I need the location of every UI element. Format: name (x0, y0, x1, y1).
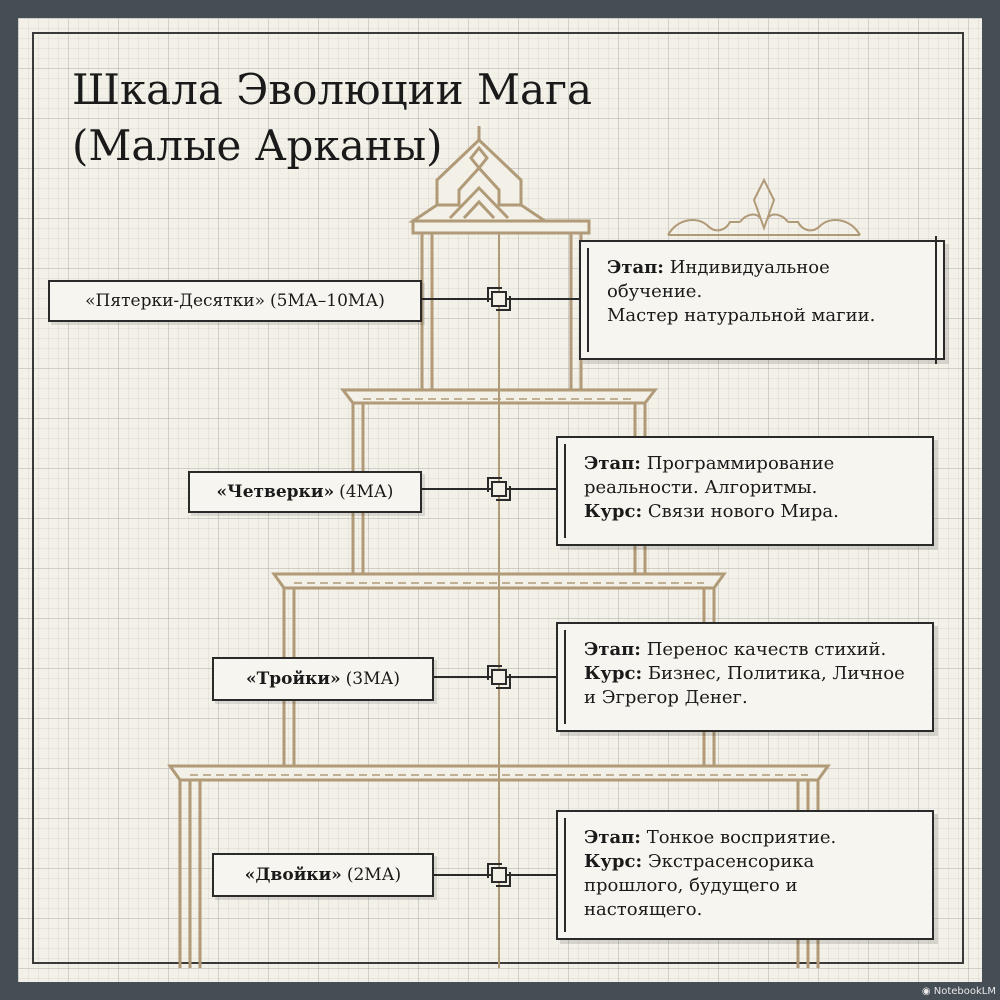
notebooklm-icon: ◉ (921, 986, 931, 997)
level-label-3: «Тройки» (3МА) (212, 657, 434, 701)
canvas: Шкала Эволюции Мага (Малые Арканы) (18, 18, 982, 982)
level-desc-4: Этап: Программирование реальности. Алгор… (556, 436, 934, 546)
desc-line: обучение. (607, 280, 925, 304)
level-code: (4МА) (339, 482, 394, 502)
level-label-4: «Четверки» (4МА) (188, 471, 422, 513)
tower-roof (408, 137, 550, 223)
brand-text: NotebookLM (933, 986, 996, 997)
desc-key: Курс: (584, 851, 643, 872)
level-label-5-10: «Пятерки-Десятки» (5МА–10МА) (48, 280, 422, 322)
level-code: (3МА) (345, 669, 400, 689)
desc-text: Бизнес, Политика, Личное (647, 663, 905, 684)
desc-text: обучение. (607, 281, 703, 302)
node-4 (487, 863, 511, 887)
level-name: «Четверки» (216, 482, 335, 502)
desc-line: и Эгрегор Денег. (584, 686, 914, 710)
desc-line: Курс: Связи нового Мира. (584, 500, 914, 524)
desc-line: Курс: Экстрасенсорика (584, 850, 914, 874)
desc-line: настоящего. (584, 898, 914, 922)
level-label-2: «Двойки» (2МА) (212, 853, 434, 897)
level-name: «Пятерки-Десятки» (85, 291, 266, 311)
desc-line: прошлого, будущего и (584, 874, 914, 898)
desc-line: Этап: Индивидуальное (607, 256, 925, 280)
roof-inner-2 (448, 185, 510, 220)
node-2 (487, 477, 511, 501)
node-3 (487, 665, 511, 689)
brand-mark: ◉ NotebookLM (922, 986, 996, 997)
desc-text: Мастер натуральной магии. (607, 305, 876, 326)
desc-text: реальности. Алгоритмы. (584, 477, 818, 498)
desc-text: настоящего. (584, 899, 703, 920)
desc-text: Программирование (646, 453, 835, 474)
roof-diamond (469, 145, 489, 171)
desc-key: Этап: (584, 639, 641, 660)
level-code: (2МА) (346, 865, 402, 885)
desc-text: Индивидуальное (669, 257, 830, 278)
title-line-1: Шкала Эволюции Мага (72, 65, 593, 114)
level-name: «Двойки» (244, 865, 342, 885)
desc-line: реальности. Алгоритмы. (584, 476, 914, 500)
level-desc-5-10: Этап: Индивидуальное обучение. Мастер на… (579, 236, 945, 364)
desc-text: Экстрасенсорика (647, 851, 815, 872)
desc-line: Этап: Программирование (584, 452, 914, 476)
desc-line: Мастер натуральной магии. (607, 304, 925, 328)
desc-key: Курс: (584, 501, 643, 522)
desc-key: Этап: (607, 257, 664, 278)
roof-inner-3 (462, 199, 496, 220)
title-line-2: (Малые Арканы) (72, 121, 443, 170)
desc-text: Тонкое восприятие. (646, 827, 837, 848)
tower-diagram (167, 126, 861, 968)
level-name: «Тройки» (246, 669, 341, 689)
desc-key: Этап: (584, 453, 641, 474)
desc-text: Перенос качеств стихий. (646, 639, 887, 660)
level-desc-2: Этап: Тонкое восприятие. Курс: Экстрасен… (556, 810, 934, 940)
desc-line: Этап: Перенос качеств стихий. (584, 638, 914, 662)
desc-line: Этап: Тонкое восприятие. (584, 826, 914, 850)
connectors (422, 287, 579, 887)
node-1 (487, 287, 511, 311)
tower-structure (167, 126, 831, 968)
desc-text: и Эгрегор Денег. (584, 687, 748, 708)
level-code: (5МА–10МА) (270, 291, 385, 311)
filigree-ornament (667, 177, 861, 236)
cornice-1 (411, 219, 591, 235)
desc-line: Курс: Бизнес, Политика, Личное (584, 662, 914, 686)
page-title: Шкала Эволюции Мага (Малые Арканы) (72, 62, 632, 174)
desc-text: прошлого, будущего и (584, 875, 798, 896)
desc-text: Связи нового Мира. (647, 501, 839, 522)
level-desc-3: Этап: Перенос качеств стихий. Курс: Бизн… (556, 622, 934, 732)
desc-key: Этап: (584, 827, 641, 848)
desc-key: Курс: (584, 663, 643, 684)
